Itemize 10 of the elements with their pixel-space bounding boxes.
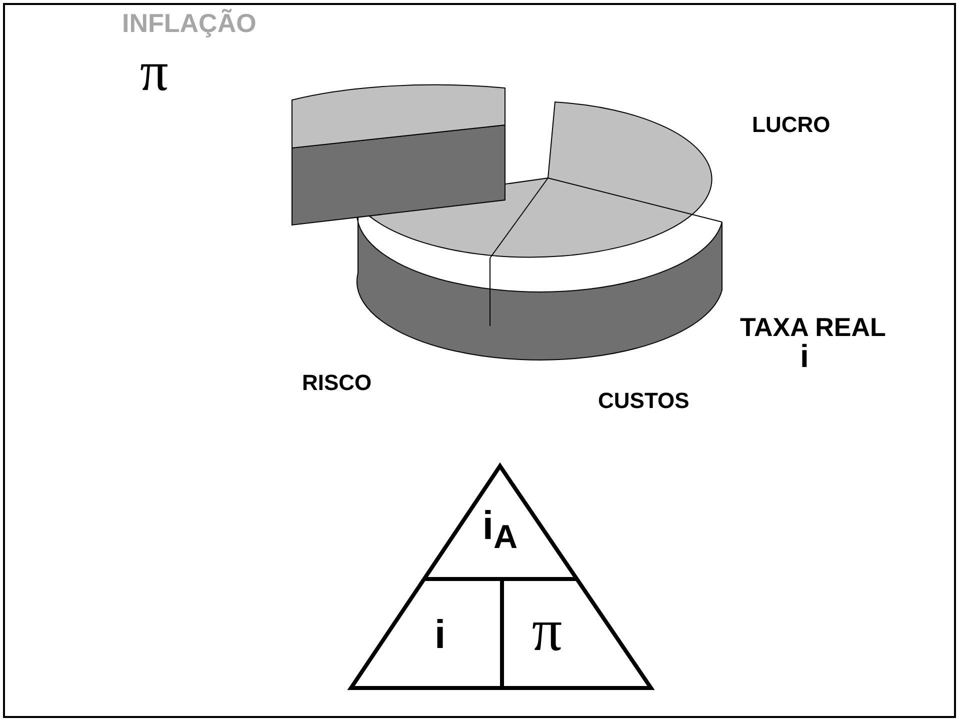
chart-label: CUSTOS bbox=[598, 390, 690, 412]
chart-label: LUCRO bbox=[752, 114, 830, 136]
chart-label: TAXA REAL bbox=[740, 314, 886, 340]
chart-label: RISCO bbox=[302, 372, 372, 394]
formula-symbol: i bbox=[434, 612, 446, 658]
chart-label: INFLAÇÃO bbox=[122, 10, 256, 36]
formula-symbol: i$_{A}$ bbox=[482, 504, 518, 556]
formula-symbol: π bbox=[532, 596, 562, 664]
symbol-label: i bbox=[800, 340, 809, 372]
symbol-label: π bbox=[140, 44, 168, 100]
